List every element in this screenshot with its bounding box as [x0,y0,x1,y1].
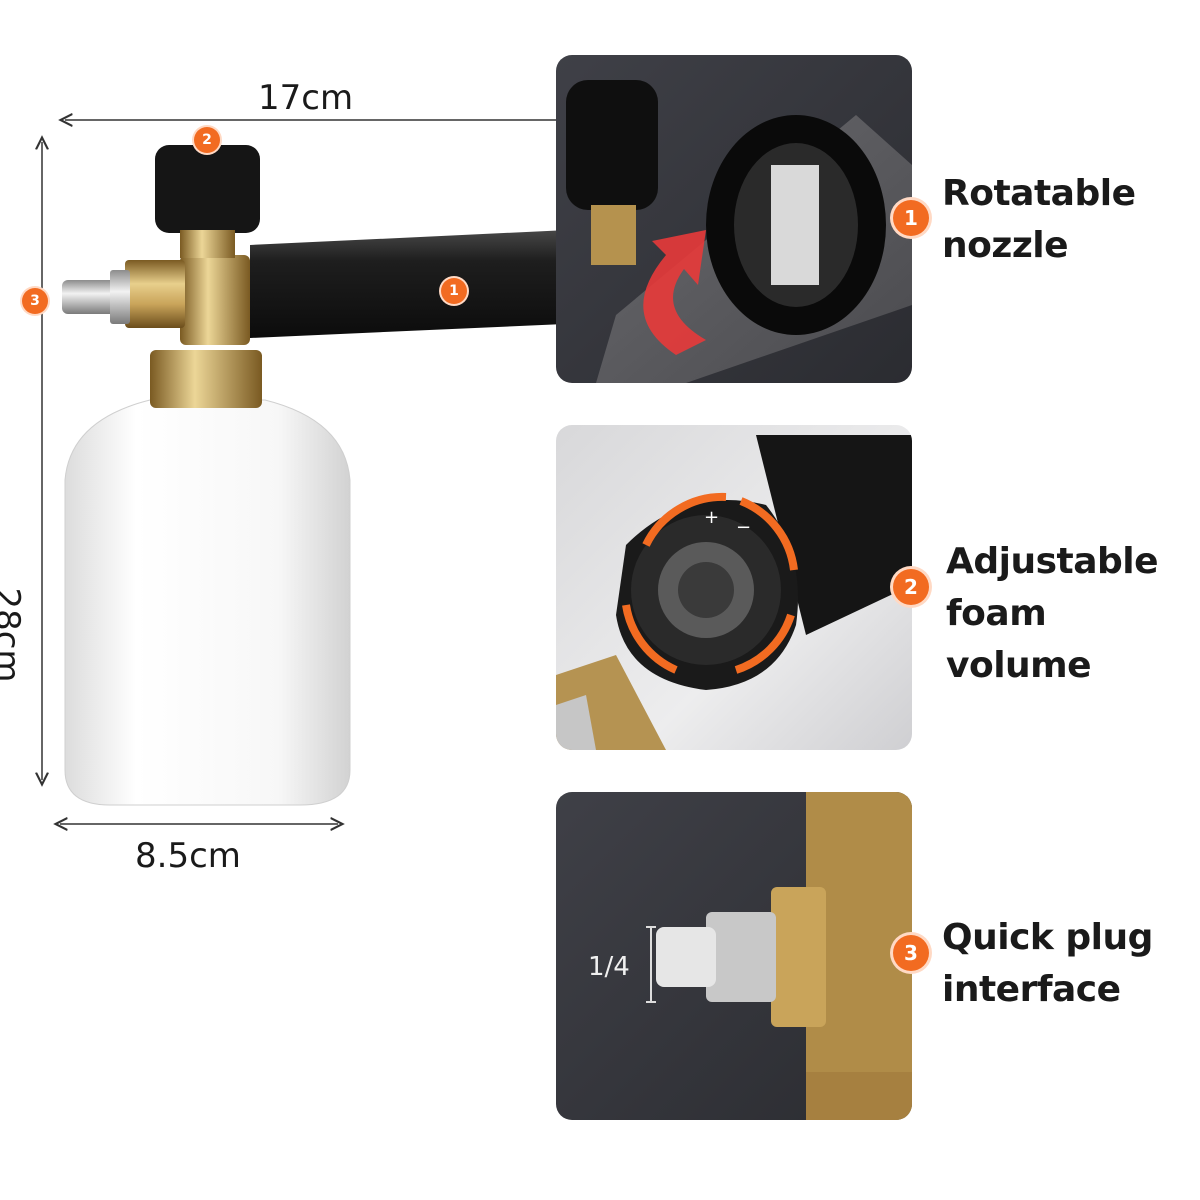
feature-1-line1: Rotatable [942,173,1136,214]
product-marker-1: 1 [441,278,467,304]
feature-badge-1: 1 [893,200,929,236]
detail-panel-plug: 1/4 [556,792,912,1120]
bottle [64,399,351,806]
feature-label-3: Quick plug interface [942,912,1153,1016]
rotate-arrows-icon [622,492,798,674]
feature-label-1: Rotatable nozzle [942,168,1136,272]
adjust-knob [155,145,260,233]
feature-badge-2: 2 [893,569,929,605]
feature-3-line1: Quick plug [942,917,1153,958]
foam-cannon-illustration [62,145,615,806]
bottle-nut [150,350,262,408]
feature-3-line2: interface [942,969,1121,1010]
nozzle-tube [250,228,610,338]
plug-size-label: 1/4 [588,952,630,982]
width-bottom-label: 8.5cm [135,836,241,876]
feature-1-line2: nozzle [942,225,1069,266]
detail-panel-nozzle [556,55,912,383]
feature-label-2: Adjustable foam volume [946,536,1200,692]
feature-2-line2: foam volume [946,593,1092,686]
width-top-label: 17cm [258,78,354,118]
dial-plus: + [704,507,719,528]
dial-minus: − [736,517,751,538]
rotate-arrow-icon [643,230,706,355]
feature-badge-3: 3 [893,935,929,971]
product-marker-2: 2 [194,127,220,153]
product-marker-3: 3 [22,288,48,314]
detail-panel-foam: + − [556,425,912,750]
feature-2-line1: Adjustable [946,541,1159,582]
